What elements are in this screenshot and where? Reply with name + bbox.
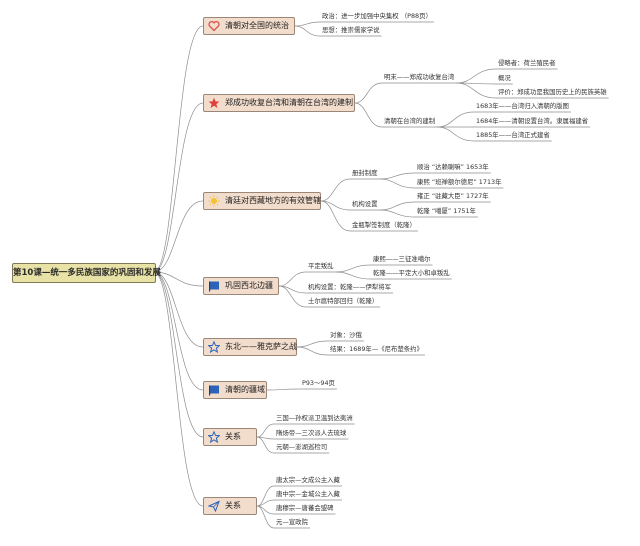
connector-line [153,200,204,273]
connector-line [354,82,383,104]
topic-label: 清廷对西藏地方的有效管辖 [225,196,321,205]
topic-3: 清廷对西藏地方的有效管辖 [203,192,321,210]
topic-label: 清朝的疆域 [225,385,265,394]
topic-5: 东北——雅克萨之战 [203,338,297,356]
leaf-item: 雍正 “驻藏大臣” 1727年 [417,192,489,200]
topic-6: 清朝的疆域 [203,381,267,399]
connector-line [456,68,497,84]
flag-icon [208,384,220,396]
connector-line [379,209,416,218]
flag-icon [208,280,220,292]
topic-label: 巩固西北边疆 [225,281,273,290]
connector-line [153,25,204,273]
topic-label: 郑成功收复台湾和清朝在台湾的建制 [225,98,353,107]
branch-item: 册封制度 [352,169,378,177]
connector-line [335,271,372,280]
connector-line [437,126,475,142]
connector-line [256,423,275,438]
connector-line [456,82,497,99]
branch-item: 机构设置：乾隆——伊犁将军 [308,283,392,291]
leaf-item: 1683年——台湾归入清朝的版图 [476,102,569,110]
branch-item: 土尔扈特部回归（乾隆） [308,297,379,305]
connector-line [379,201,416,211]
connector-line [320,200,351,232]
branch-item: 结果：1689年—《尼布楚条约》 [330,345,423,353]
branch-item: 思想：推崇儒家学说 [322,26,380,34]
star-outline-icon [208,341,220,353]
branch-item: 明末——郑成功收复台湾 [384,73,455,81]
branch-item: 对象：沙俄 [330,331,362,339]
topic-8: 关系 [203,497,257,515]
connector-line [335,264,372,273]
connector-line [296,340,329,348]
connector-line [437,111,475,128]
connector-line [294,21,321,27]
branch-item: 三国—孙权派卫温到达夷洲 [276,414,353,422]
leaf-item: 乾隆 “噶厦” 1751年 [417,207,476,215]
star-icon [208,97,220,109]
leaf-item: 康熙——三征准噶尔 [373,255,431,263]
connector-line [153,271,204,391]
root-node: 第10课—统一多民族国家的巩固和发展 [12,263,161,283]
connector-line [256,436,275,454]
connector-line [294,25,321,37]
connector-line [266,388,301,391]
leaf-item: 评价：郑成功是我国历史上的民族英雄 [498,88,607,96]
topic-4: 巩固西北边疆 [203,277,279,295]
connector-line [278,271,307,287]
connector-line [153,271,204,287]
sun-icon [208,195,220,207]
connector-line [256,485,275,507]
branch-item: 政治：进一步加强中央集权 （P88页） [322,12,432,20]
leaf-item: 侵略者：荷兰殖民者 [498,59,556,67]
connector-line [256,499,275,507]
branch-item: 唐中宗—金城公主入藏 [276,490,340,498]
leaf-item: 乾隆——平定大小和卓叛乱 [373,269,450,277]
connector-line [256,505,275,529]
leaf-item: 概况 [498,74,511,82]
leaf-item: 1684年——清朝设置台湾。隶属福建省 [476,117,589,125]
connector-line [278,285,307,308]
connector-line [379,172,416,180]
topic-label: 东北——雅克萨之战 [225,342,297,351]
connector-line [379,178,416,189]
connector-line [354,102,383,128]
branch-item: 唐穆宗—唐蕃会盟碑 [276,504,334,512]
connector-line [153,271,204,348]
branch-item: 金瓶掣签制度（乾隆） [352,221,416,229]
branch-item: P93～94页 [302,379,335,387]
connector-line [153,271,204,507]
topic-label: 关系 [225,501,241,510]
topic-label: 关系 [225,432,241,441]
branch-item: 隋炀帝—三次派人去琉球 [276,429,347,437]
leaf-item: 1885年——台湾正式建省 [476,131,550,139]
topic-2: 郑成功收复台湾和清朝在台湾的建制 [203,94,355,112]
branch-item: 平定叛乱 [308,262,334,270]
connector-line [320,178,351,202]
heart-icon [208,20,220,32]
branch-item: 机构设置 [352,200,378,208]
connector-line [153,102,204,273]
branch-item: 元—宣政院 [276,518,308,526]
branch-item: 唐太宗—文成公主入藏 [276,476,340,484]
star-outline-icon [208,431,220,443]
topic-7: 关系 [203,428,257,446]
leaf-item: 康熙 “班禅额尔德尼” 1713年 [417,178,502,186]
topic-1: 清朝对全国的统治 [203,17,295,35]
leaf-item: 顺治 “达赖喇嘛” 1653年 [417,163,489,171]
connector-line [153,271,204,438]
branch-item: 清朝在台湾的建制 [384,117,436,125]
topic-label: 清朝对全国的统治 [225,21,289,30]
branch-item: 元朝—澎湖巡检司 [276,443,328,451]
connector-line [296,346,329,356]
send-icon [208,500,220,512]
